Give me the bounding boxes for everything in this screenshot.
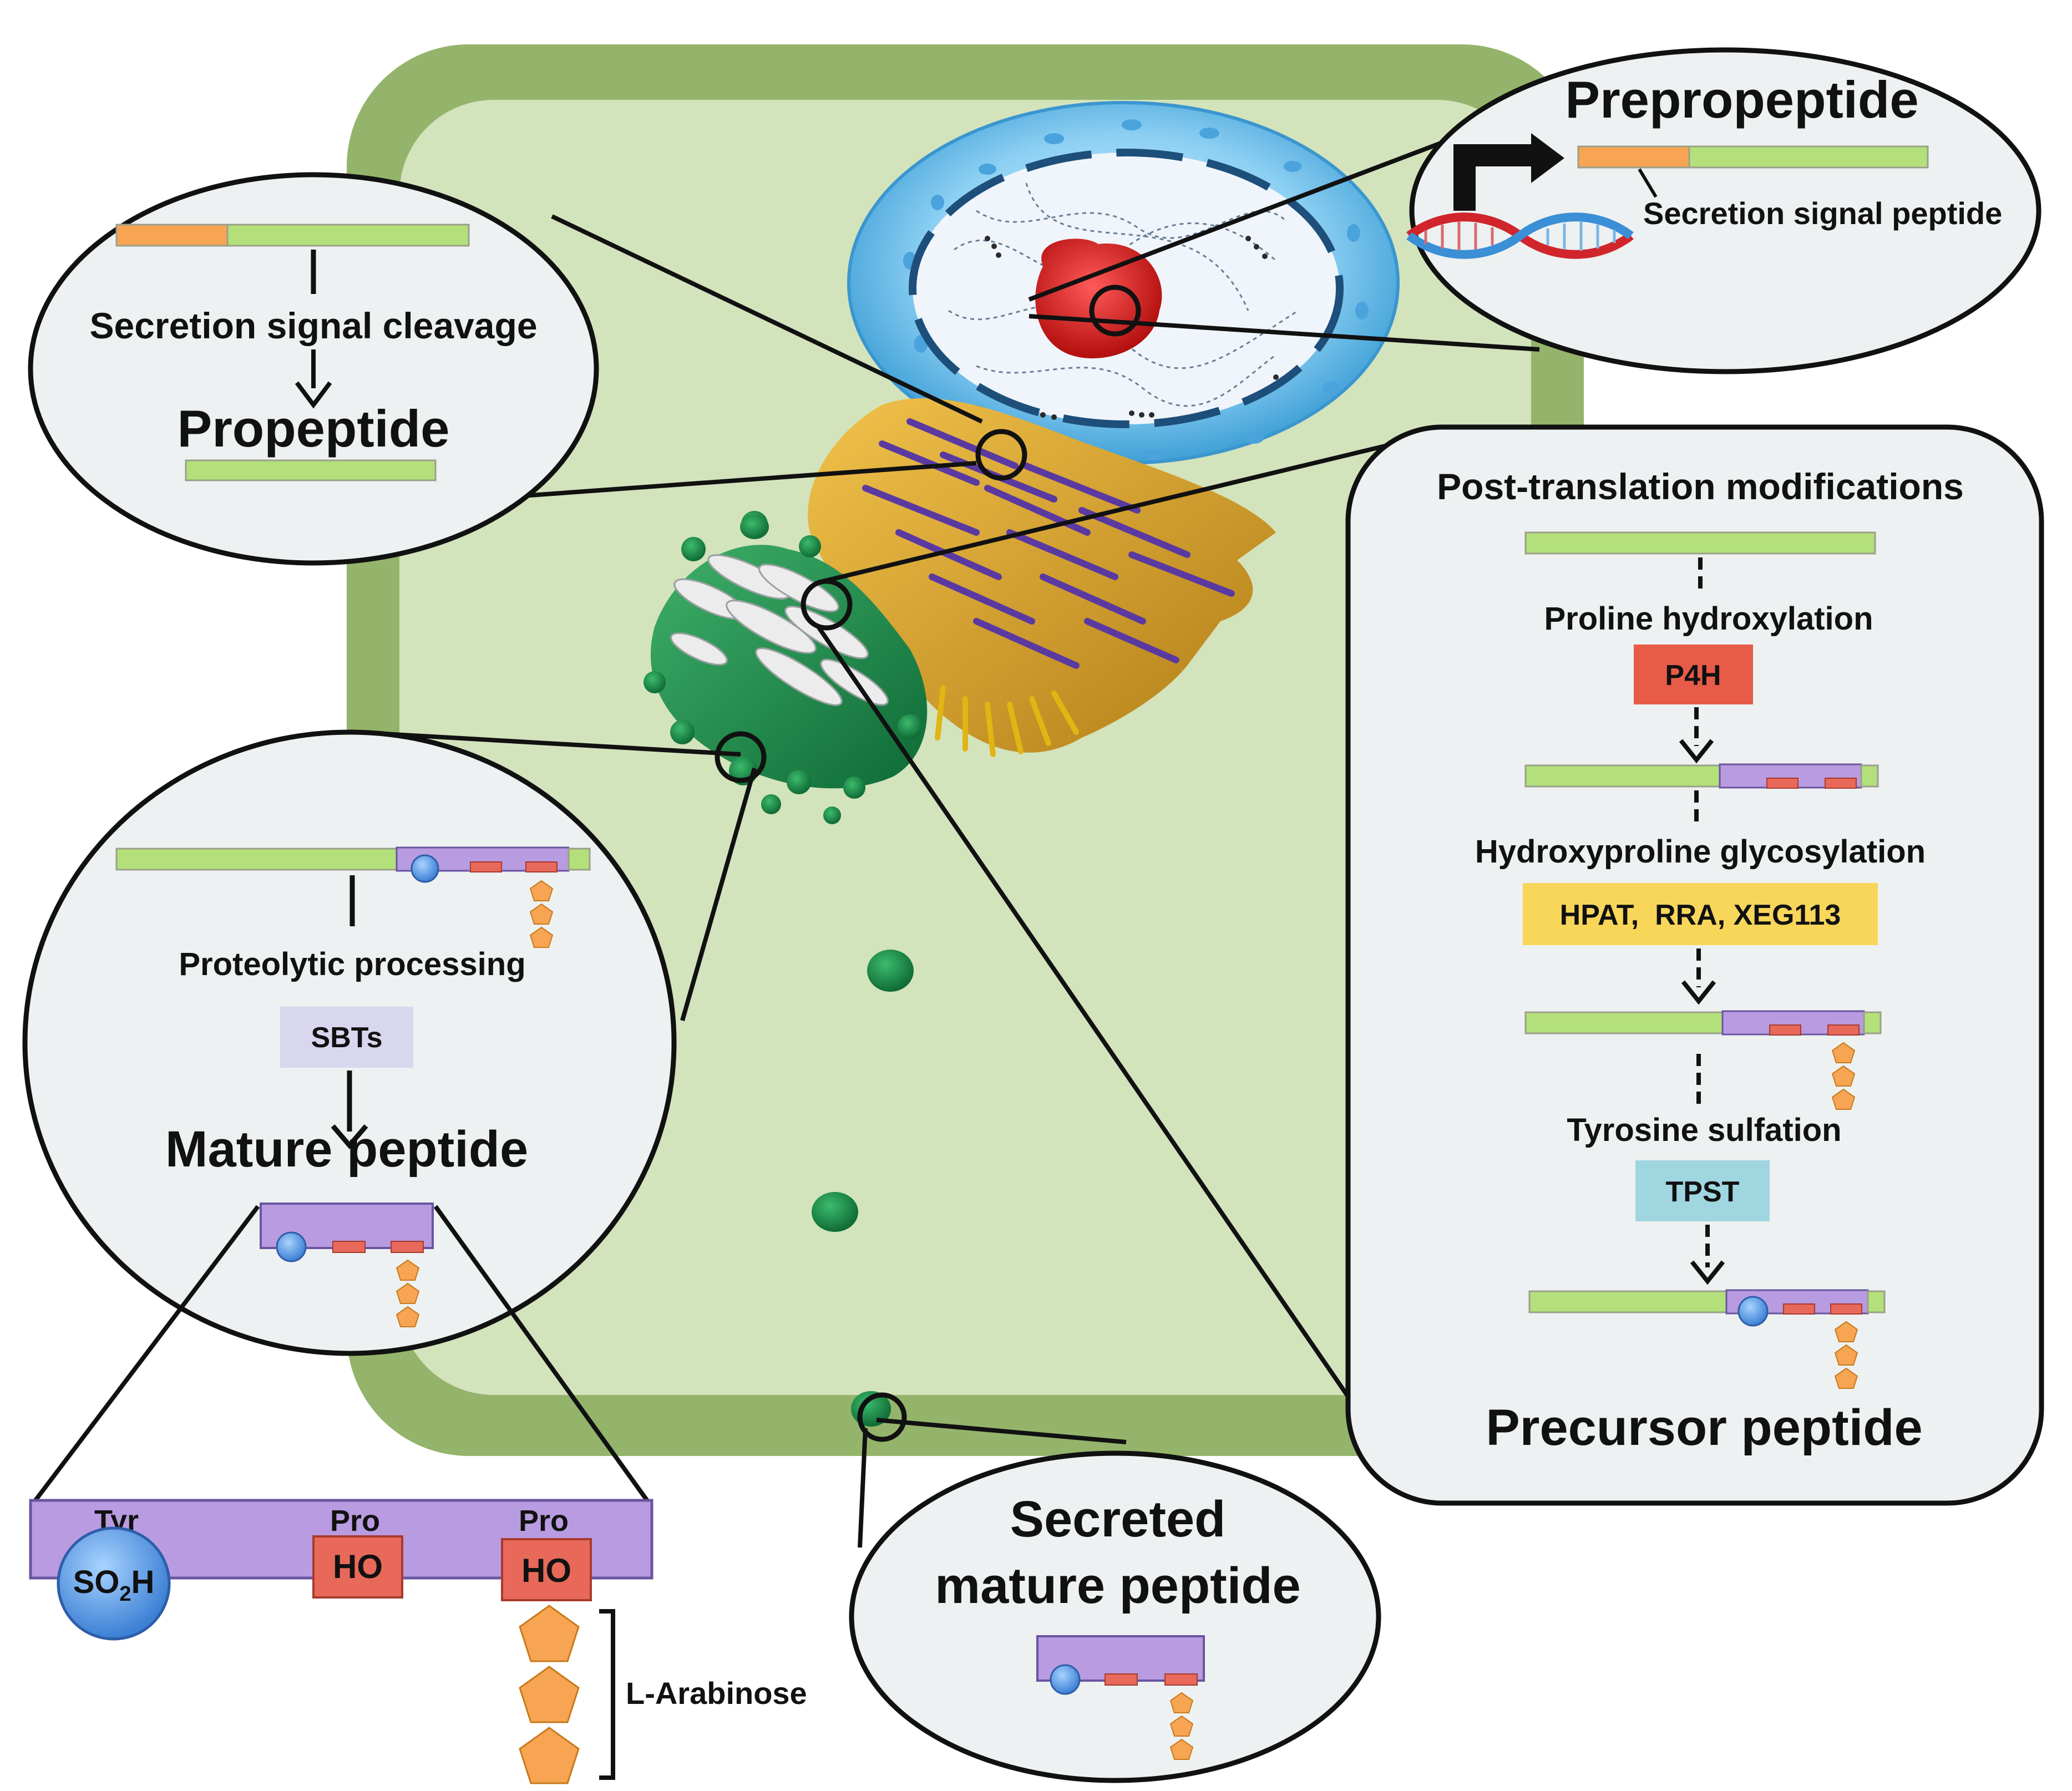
hydroxyproline-2 xyxy=(501,1538,592,1601)
p4h-enzyme-label: P4H xyxy=(1665,659,1721,692)
arabinose-chain xyxy=(519,1605,580,1784)
pro-label-1: Pro xyxy=(330,1504,380,1538)
ptm-step1: Proline hydroxylation xyxy=(1544,601,1873,637)
mature-peptide-content: Proteolytic processing SBTs Mature pepti… xyxy=(115,846,591,1327)
prepropeptide-bar xyxy=(1577,145,1929,169)
ptm-step2: Hydroxyproline glycosylation xyxy=(1475,834,1926,870)
ptm-title: Post-translation modifications xyxy=(1437,466,1964,507)
connector-lines xyxy=(354,139,1540,1548)
arabinose-label: L-Arabinose xyxy=(626,1676,807,1711)
ptm-panel xyxy=(1345,424,2044,1506)
arabinose-bracket xyxy=(599,1609,615,1780)
dna-helix-icon xyxy=(1406,212,1634,259)
ho-label-2: HO xyxy=(521,1552,571,1589)
p4h-enzyme-box xyxy=(1634,645,1753,704)
prepropeptide-content: Prepropeptide Secretion signal peptid xyxy=(1406,70,2002,259)
tpst-enzyme-box xyxy=(1635,1160,1770,1221)
prepropeptide-bubble xyxy=(1409,47,2041,374)
proteolytic-step-label: Proteolytic processing xyxy=(179,946,525,982)
signal-peptide-label: Secretion signal peptide xyxy=(1643,196,2002,231)
hydroxyproline-1 xyxy=(312,1535,403,1599)
propeptide-segment xyxy=(1688,145,1929,169)
ptm-content: Post-translation modifications Proline h… xyxy=(1437,466,1964,1456)
ho-label-1: HO xyxy=(333,1548,383,1585)
hpat-enzyme-label: HPAT, RRA, XEG113 xyxy=(1560,899,1841,931)
focus-circles xyxy=(715,285,1141,1442)
focus-circle-er xyxy=(975,429,1027,481)
sulfated-tyrosine xyxy=(57,1526,171,1641)
ptm-step3: Tyrosine sulfation xyxy=(1567,1112,1841,1148)
precursor-peptide-title: Precursor peptide xyxy=(1486,1399,1922,1456)
secretory-vesicles xyxy=(740,515,914,1427)
secreted-line1: Secreted xyxy=(1010,1491,1226,1548)
mature-peptide-detail: Tyr Pro Pro SO2H HO HO L-Arabinose xyxy=(29,1499,807,1784)
so2h-label: SO2H xyxy=(73,1564,155,1606)
focus-circle-membrane xyxy=(857,1392,907,1442)
ribosome-dots xyxy=(985,236,1279,420)
mature-peptide-title: Mature peptide xyxy=(165,1121,528,1178)
zoom-lines xyxy=(31,1205,651,1505)
endoplasmic-reticulum xyxy=(808,398,1276,757)
vesicle xyxy=(867,950,914,992)
pro-label-2: Pro xyxy=(519,1504,569,1538)
secreted-peptide-bubble xyxy=(849,1450,1381,1783)
vesicle xyxy=(740,515,769,539)
prepropeptide-title: Prepropeptide xyxy=(1565,70,1918,129)
signal-peptide-segment xyxy=(115,224,229,247)
focus-circle-nucleolus xyxy=(1089,285,1141,337)
secreted-line2: mature peptide xyxy=(935,1557,1300,1614)
propeptide-segment xyxy=(226,224,470,247)
cleavage-step-label: Secretion signal cleavage xyxy=(89,305,537,346)
tpst-enzyme-label: TPST xyxy=(1666,1176,1740,1208)
propeptide-title: Propeptide xyxy=(178,399,450,458)
focus-circle-er-golgi xyxy=(801,579,853,631)
propeptide-content: Secretion signal cleavage Propeptide xyxy=(89,224,538,481)
propeptide-bar xyxy=(185,459,437,481)
golgi-apparatus xyxy=(644,511,928,824)
signal-peptide-segment xyxy=(1577,145,1690,169)
sbts-enzyme-box xyxy=(280,1007,413,1068)
hpat-enzyme-box xyxy=(1523,883,1878,945)
sbts-enzyme-label: SBTs xyxy=(311,1022,382,1054)
secreted-content: Secreted mature peptide xyxy=(935,1491,1301,1760)
transcription-arrow-icon xyxy=(1453,133,1564,211)
vesicle xyxy=(812,1192,858,1232)
focus-circle-golgi xyxy=(715,731,767,783)
